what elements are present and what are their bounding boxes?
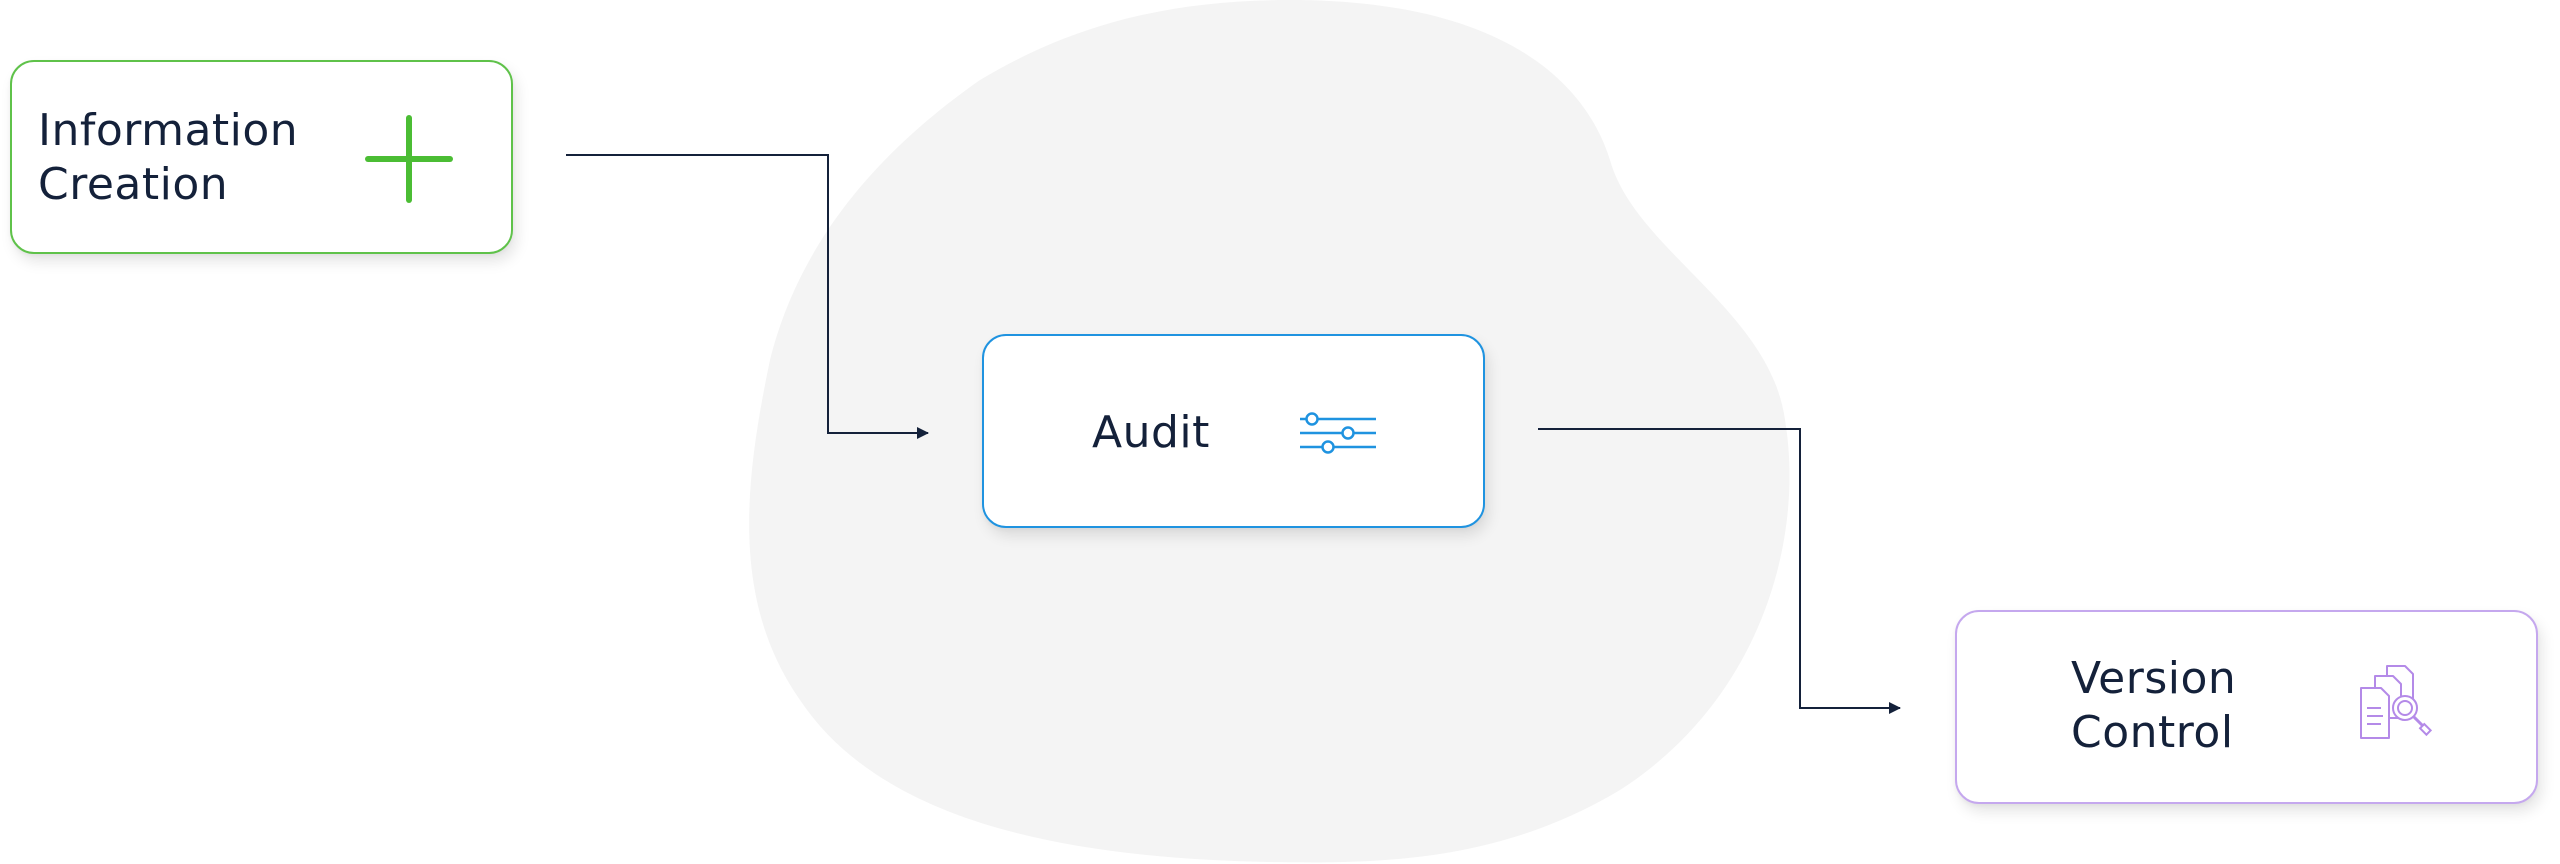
connector-creation-to-audit (566, 154, 929, 439)
node-label-line: Control (2071, 707, 2234, 758)
node-label-line: Version (2071, 653, 2237, 704)
sliders-icon (1300, 412, 1376, 454)
node-label: Information Creation (38, 104, 298, 212)
node-label-line: Audit (1092, 407, 1210, 458)
node-label: Audit (1092, 406, 1210, 460)
node-label: Version Control (2071, 652, 2236, 760)
node-label-line: Information (38, 105, 299, 156)
connector-audit-to-version (1538, 428, 1901, 714)
node-label-line: Creation (38, 159, 229, 210)
document-search-icon (2360, 665, 2433, 739)
node-version-control[interactable]: Version Control (1955, 610, 2538, 804)
node-information-creation[interactable]: Information Creation (10, 60, 513, 254)
node-audit[interactable]: Audit (982, 334, 1485, 528)
plus-icon (365, 115, 453, 203)
